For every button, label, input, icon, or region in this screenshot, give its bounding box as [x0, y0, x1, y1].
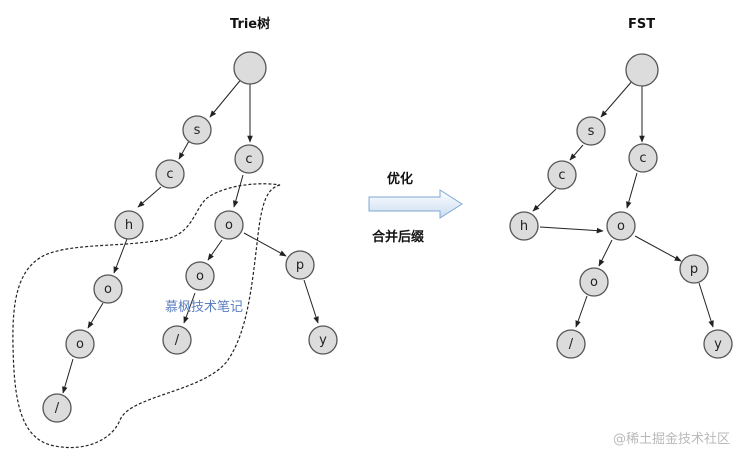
trie-edge-root-s [209, 76, 244, 118]
trie-edge-h-o [113, 238, 128, 274]
trie-node-label: o [104, 282, 112, 297]
corner-watermark: @稀土掘金技术社区 [613, 431, 730, 447]
fst-node-label: y [714, 337, 722, 352]
trie-node-o: o [185, 261, 215, 291]
trie-node-s: s [182, 115, 212, 145]
trie-node-label: / [55, 401, 60, 416]
fst-node-label: c [558, 168, 565, 183]
fst-node-o: o [579, 267, 609, 297]
trie-node-c: c [155, 159, 185, 189]
fst-edge-o-o2 [598, 239, 613, 267]
trie-node-label: y [319, 333, 327, 348]
trie-node-c: c [234, 144, 264, 174]
fst-node-label: h [520, 219, 528, 234]
trie-node-o: o [65, 329, 95, 359]
fst-node-p: p [679, 254, 709, 284]
center-watermark: 慕枫技术笔记 [165, 299, 243, 315]
trie-edge-o-p [243, 232, 287, 257]
trie-node-label: h [125, 218, 133, 233]
fst-node-l: / [556, 329, 586, 359]
fst-edge-root-s [600, 79, 634, 118]
trie-node-label: o [225, 218, 233, 233]
shared-suffix-region [12, 183, 281, 449]
trie-edge-s-c [178, 140, 190, 160]
arrow-bottom-label: 合并后缀 [372, 229, 425, 245]
trie-title: Trie树 [230, 16, 270, 32]
fst-node-label: c [639, 151, 646, 166]
trie-edge-o-l [62, 358, 74, 394]
trie-node-l: / [42, 393, 72, 423]
fst-node-root [625, 53, 659, 87]
trie-node-o: o [93, 274, 123, 304]
trie-edge-o-o [87, 302, 104, 329]
fst-node-label: p [690, 262, 698, 277]
fst-edge-o2-l [575, 295, 588, 328]
fst-node-h: h [509, 211, 539, 241]
fst-edge-h-o [539, 226, 604, 234]
transform-arrow: 优化 合并后缀 [368, 171, 463, 245]
trie-node-label: c [245, 152, 252, 167]
fst-edges [532, 79, 714, 328]
trie-edge-o2-l [183, 292, 196, 324]
trie-edge-o-o2 [207, 239, 223, 261]
fst-node-label: o [590, 275, 598, 290]
trie-node-y: y [308, 325, 338, 355]
trie-node-h: h [114, 210, 144, 240]
fst-node-c: c [628, 143, 658, 173]
fst-edge-c-o [626, 172, 638, 209]
trie-tree: s c h o o / c o [42, 51, 338, 423]
trie-edges [62, 76, 319, 394]
trie-node-o: o [214, 210, 244, 240]
trie-node-label: s [194, 123, 201, 138]
trie-node-l: / [162, 325, 192, 355]
fst-edge-s-c [569, 144, 584, 161]
fst-title: FST [628, 17, 655, 32]
big-right-arrow-icon [368, 189, 463, 219]
fst-node-y: y [703, 329, 733, 359]
trie-edge-c-h [137, 186, 162, 208]
fst-node-c: c [547, 160, 577, 190]
fst-edge-c-h [532, 188, 557, 212]
trie-edge-c-o [233, 174, 244, 208]
fst-edge-o-p [634, 235, 682, 262]
trie-node-label: o [196, 269, 204, 284]
fst-node-o: o [606, 211, 636, 241]
trie-node-p: p [285, 250, 315, 280]
fst-node-s: s [576, 116, 606, 146]
fst-node-label: / [569, 337, 574, 352]
fst-node-label: s [588, 124, 595, 139]
arrow-top-label: 优化 [387, 171, 413, 187]
trie-node-label: p [296, 258, 304, 273]
trie-node-label: c [166, 167, 173, 182]
fst-node-label: o [617, 219, 625, 234]
trie-edge-p-y [303, 279, 319, 324]
trie-node-root [233, 51, 267, 85]
fst-edge-p-y [698, 282, 714, 328]
trie-node-label: o [76, 337, 84, 352]
trie-node-label: / [175, 333, 180, 348]
fst-graph: s c h c o o / p [509, 53, 733, 359]
